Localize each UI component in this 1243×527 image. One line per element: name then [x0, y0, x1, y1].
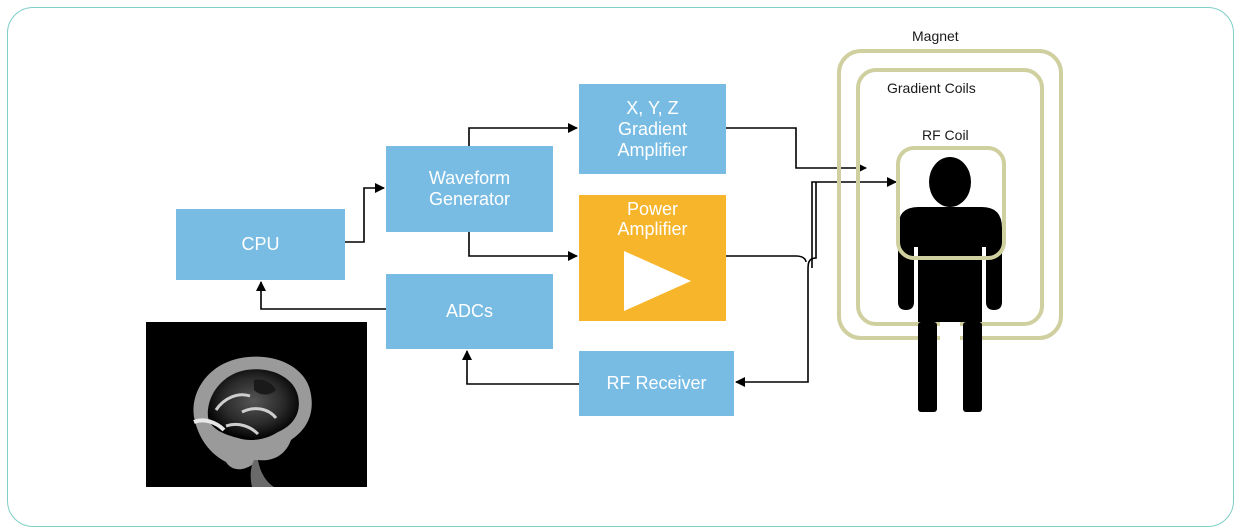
adcs-block: ADCs — [386, 274, 553, 349]
rf-receiver-label: RF Receiver — [606, 373, 707, 393]
gradient-amplifier-label: X, Y, Z Gradient Amplifier — [617, 97, 688, 160]
rf-receiver-block: RF Receiver — [579, 351, 734, 416]
arrow-rf-receiver-to-adcs — [462, 350, 579, 385]
cpu-label: CPU — [241, 234, 280, 254]
arrow-power-to-rf-coil — [726, 182, 896, 268]
amplifier-triangle-icon — [624, 251, 691, 311]
gradient-amplifier-block: X, Y, Z Gradient Amplifier — [579, 84, 726, 174]
adcs-label: ADCs — [445, 301, 493, 321]
power-amplifier-label: Power Amplifier — [617, 199, 688, 239]
power-amplifier-block: Power Amplifier — [579, 195, 726, 321]
arrow-adcs-to-cpu — [256, 281, 386, 310]
connector-layer — [256, 49, 1063, 414]
arrow-waveform-to-gradient — [468, 123, 578, 146]
magnet-label: Magnet — [912, 28, 959, 44]
gradient-coils-label: Gradient Coils — [887, 80, 976, 96]
arrow-cpu-to-waveform — [345, 183, 385, 243]
rf-coil-label: RF Coil — [922, 127, 969, 143]
waveform-generator-block: Waveform Generator — [386, 146, 553, 232]
cpu-block: CPU — [176, 209, 345, 280]
rf-coil-outline — [896, 146, 1006, 260]
arrow-rf-coil-to-receiver — [735, 182, 817, 387]
arrow-waveform-to-power — [468, 232, 578, 261]
waveform-generator-label: Waveform Generator — [428, 168, 511, 209]
arrow-gradient-to-coils — [726, 127, 867, 173]
mri-brain-scan-image — [146, 322, 367, 487]
